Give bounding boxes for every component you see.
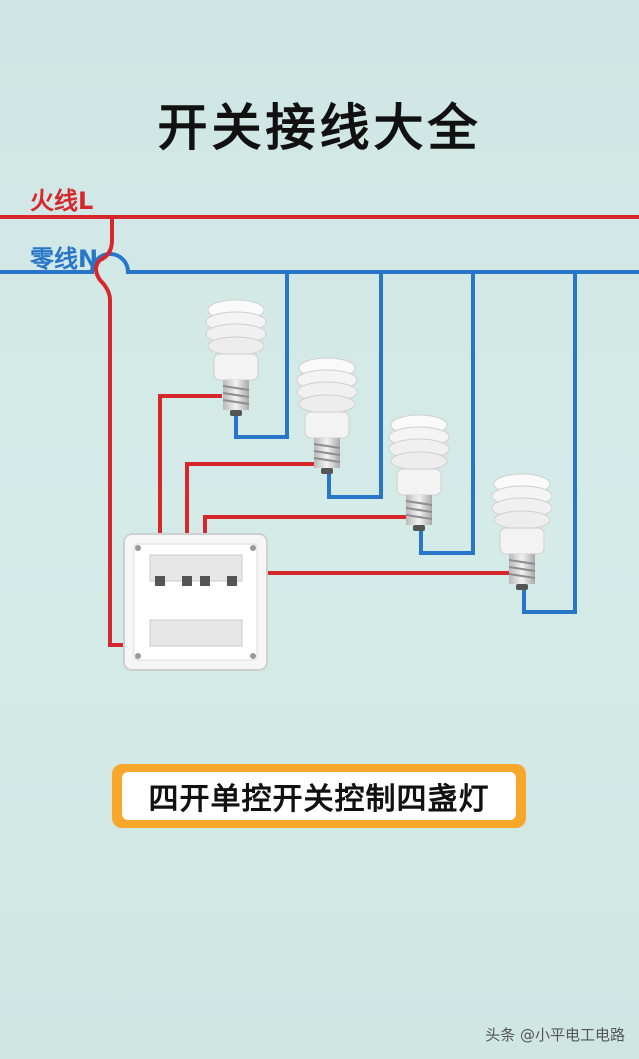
page-title: 开关接线大全 [157,99,482,157]
caption-banner: 四开单控开关控制四盏灯 [112,764,526,828]
neutral-drops [234,272,577,614]
lamp-1 [205,299,267,417]
watermark: 头条 @小平电工电路 [485,1026,625,1044]
live-wire-label: 火线L [30,187,94,215]
lamp-2 [296,357,358,475]
caption-text: 四开单控开关控制四盏灯 [122,772,516,820]
neutral-wire-label: 零线N [30,245,99,273]
lamp-3 [388,414,450,532]
four-gang-switch [123,533,268,671]
live-feed-to-switch [94,217,168,647]
